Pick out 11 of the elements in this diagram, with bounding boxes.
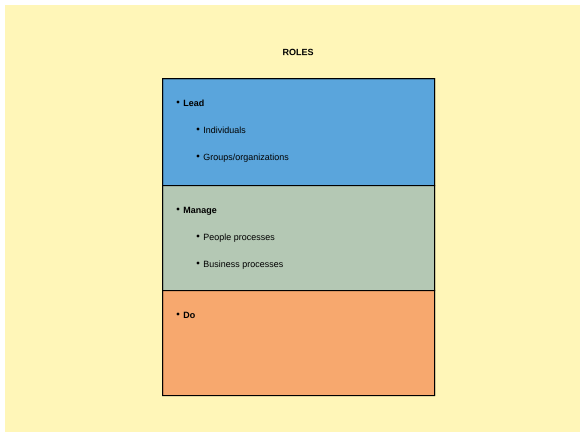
role-band xyxy=(162,184,436,292)
heading: Do xyxy=(184,312,195,318)
role-band xyxy=(162,78,436,186)
heading: Lead xyxy=(184,99,204,106)
list-item: People processes xyxy=(204,233,274,242)
role-band xyxy=(162,290,436,396)
title: ROLES xyxy=(283,48,314,56)
list-item: Business processes xyxy=(204,260,283,269)
list-item: Individuals xyxy=(204,126,246,134)
heading: Manage xyxy=(184,206,216,215)
list-item: Groups/organizations xyxy=(204,153,288,162)
